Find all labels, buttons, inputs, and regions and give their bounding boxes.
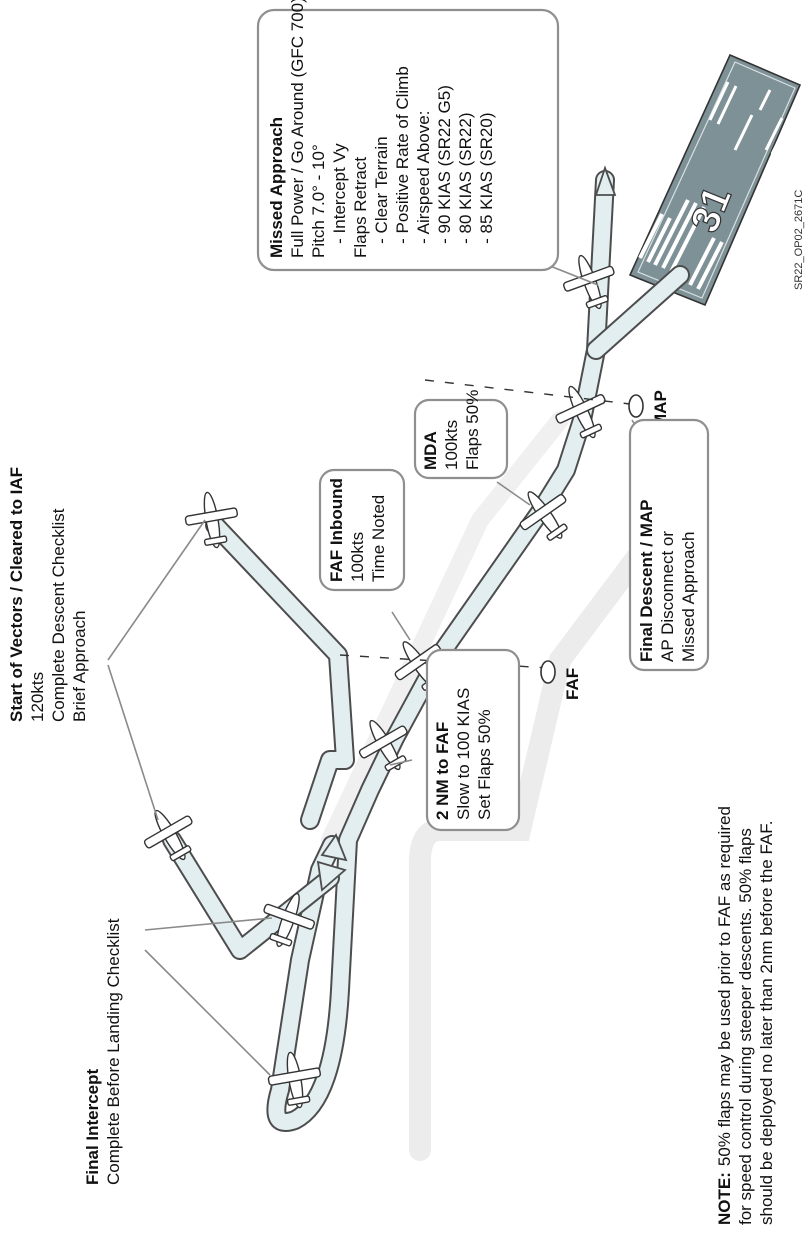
start-of-vectors-line: Complete Descent Checklist — [49, 508, 68, 722]
faf-inbound-line: 100kts — [348, 532, 367, 582]
start-of-vectors-callout: Start of Vectors / Cleared to IAF 120kts… — [7, 467, 89, 722]
final-descent-line: Missed Approach — [679, 532, 698, 662]
note-label: NOTE: — [715, 1172, 734, 1225]
aircraft-icon — [519, 491, 568, 541]
missed-approach-callout: Missed Approach Full Power / Go Around (… — [267, 0, 496, 258]
final-descent-title: Final Descent / MAP — [637, 500, 656, 662]
diagram-id: SR22_OP02_2671C — [793, 190, 805, 290]
two-nm-callout: 2 NM to FAF Slow to 100 KIAS Set Flaps 5… — [433, 688, 494, 820]
missed-approach-line: Pitch 7.0° - 10° — [309, 144, 328, 258]
aircraft-icon — [184, 491, 239, 549]
start-of-vectors-title: Start of Vectors / Cleared to IAF — [7, 467, 26, 722]
final-descent-callout: Final Descent / MAP AP Disconnect or Mis… — [637, 500, 698, 662]
two-nm-line: Slow to 100 KIAS — [454, 688, 473, 820]
two-nm-line: Set Flaps 50% — [475, 709, 494, 820]
faf-marker — [540, 660, 556, 684]
note-block: NOTE: 50% flaps may be used prior to FAF … — [715, 806, 776, 1225]
aircraft-icon — [555, 385, 606, 439]
mda-line: 100kts — [442, 420, 461, 470]
note-line: NOTE: 50% flaps may be used prior to FAF … — [715, 806, 734, 1225]
final-intercept-title: Final Intercept — [83, 1068, 102, 1185]
map-dashed-line — [424, 379, 631, 405]
note-line: for speed control during steeper descent… — [736, 828, 755, 1225]
mda-title: MDA — [421, 431, 440, 470]
mda-box — [413, 398, 509, 480]
final-intercept-callout: Final Intercept Complete Before Landing … — [83, 918, 123, 1185]
missed-approach-line: - Airspeed Above: — [414, 111, 433, 258]
missed-approach-title: Missed Approach — [267, 117, 286, 258]
missed-approach-box — [256, 8, 560, 272]
map-marker — [628, 394, 644, 418]
leader-lines — [107, 261, 636, 1076]
faf-inbound-callout: FAF Inbound 100kts Time Noted — [327, 478, 388, 582]
aircraft-icon — [143, 809, 193, 862]
faf-label: FAF — [563, 668, 582, 700]
map-label: MAP — [651, 390, 670, 428]
faf-inbound-line: Time Noted — [369, 495, 388, 582]
note-text-0: 50% flaps may be used prior to FAF as re… — [715, 806, 734, 1166]
two-nm-box — [425, 648, 521, 832]
missed-approach-line: - 90 KIAS (SR22 G5) — [435, 85, 454, 258]
aircraft-icon — [263, 892, 316, 948]
two-nm-title: 2 NM to FAF — [433, 722, 452, 820]
final-intercept-line: Complete Before Landing Checklist — [104, 918, 123, 1185]
missed-approach-line: - 85 KIAS (SR20) — [477, 113, 496, 259]
missed-approach-line: - Clear Terrain — [372, 136, 391, 258]
missed-approach-line: - 80 KIAS (SR22) — [456, 113, 475, 259]
mda-callout: MDA 100kts Flaps 50% — [421, 390, 482, 470]
faf-inbound-box — [318, 468, 406, 592]
start-of-vectors-line: Brief Approach — [70, 610, 89, 722]
runway: 31 — [628, 53, 802, 307]
missed-approach-line: - Positive Rate of Climb — [393, 66, 412, 258]
final-descent-line: AP Disconnect or — [658, 531, 677, 662]
missed-approach-line: - Intercept Vy — [330, 143, 349, 258]
missed-approach-line: Flaps Retract — [351, 157, 370, 258]
mda-line: Flaps 50% — [463, 390, 482, 470]
note-line: should be deployed no later than 2nm bef… — [757, 821, 776, 1226]
missed-approach-line: Full Power / Go Around (GFC 700) — [288, 0, 307, 258]
aircraft-icon — [267, 1051, 322, 1109]
faf-inbound-title: FAF Inbound — [327, 478, 346, 582]
start-of-vectors-line: 120kts — [28, 672, 47, 722]
final-descent-box — [628, 418, 710, 672]
ground-track-shadow — [408, 449, 691, 1161]
